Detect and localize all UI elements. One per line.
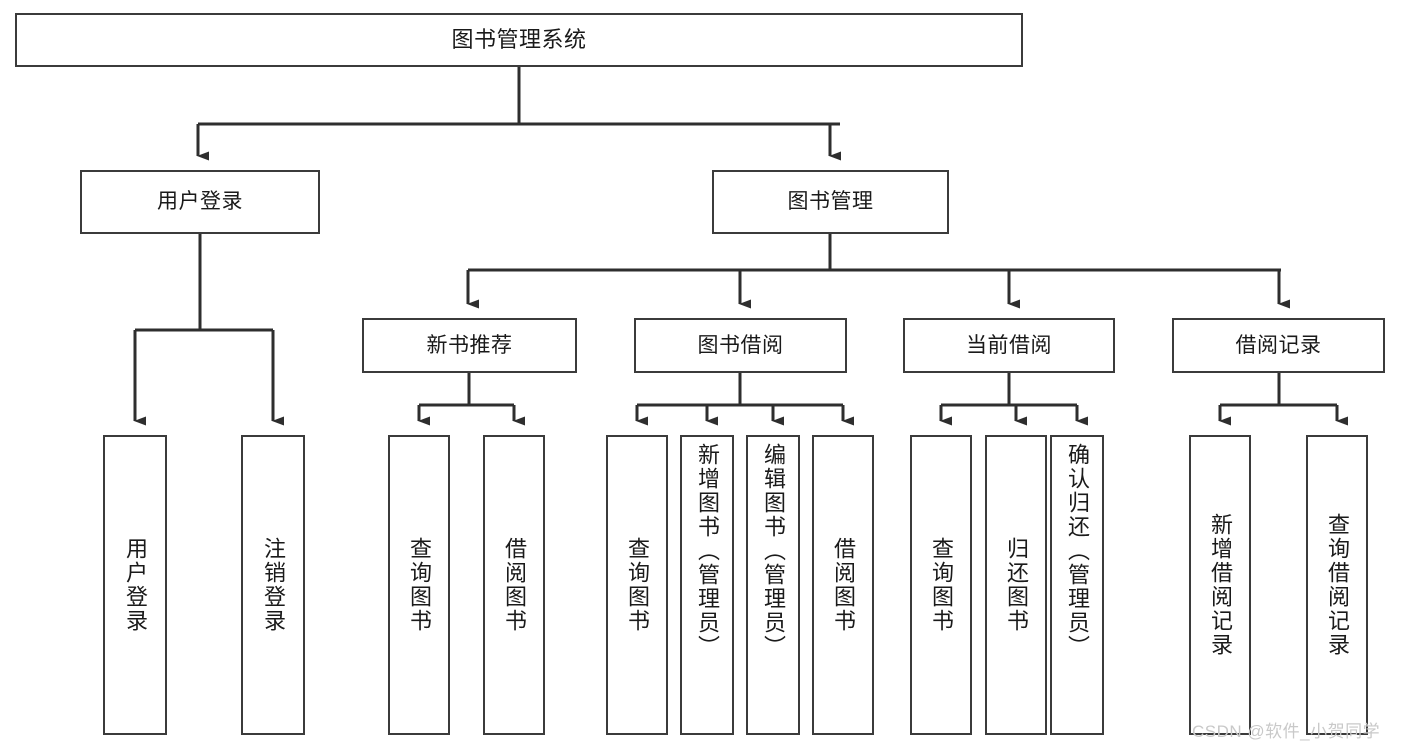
node-leaf-borrow-book-1-label: 借阅图书 (501, 537, 527, 633)
node-current-borrow[interactable]: 当前借阅 (903, 318, 1115, 373)
node-leaf-borrow-book-1[interactable]: 借阅图书 (483, 435, 545, 735)
node-leaf-borrow-book-2-label: 借阅图书 (830, 537, 856, 633)
node-book-manage-label: 图书管理 (787, 190, 874, 214)
node-root-label: 图书管理系统 (451, 26, 587, 52)
node-leaf-query-book-3-label: 查询图书 (928, 537, 954, 633)
node-leaf-confirm-return-admin[interactable]: 确认归还（管理员） (1050, 435, 1104, 735)
node-leaf-user-login-label: 用户登录 (122, 537, 148, 633)
node-leaf-edit-book-admin-label: 编辑图书（管理员） (760, 443, 786, 659)
node-root[interactable]: 图书管理系统 (15, 13, 1023, 67)
node-leaf-return-book[interactable]: 归还图书 (985, 435, 1047, 735)
node-leaf-logout-label: 注销登录 (260, 537, 286, 633)
node-leaf-query-book-1-label: 查询图书 (406, 537, 432, 633)
node-borrow-record-label: 借阅记录 (1235, 333, 1322, 357)
node-leaf-edit-book-admin[interactable]: 编辑图书（管理员） (746, 435, 800, 735)
node-book-borrow[interactable]: 图书借阅 (634, 318, 847, 373)
node-leaf-logout[interactable]: 注销登录 (241, 435, 305, 735)
node-user-login[interactable]: 用户登录 (80, 170, 320, 234)
node-leaf-query-book-2[interactable]: 查询图书 (606, 435, 668, 735)
node-book-borrow-label: 图书借阅 (697, 333, 784, 357)
node-new-book-recommend[interactable]: 新书推荐 (362, 318, 577, 373)
node-borrow-record[interactable]: 借阅记录 (1172, 318, 1385, 373)
node-new-book-recommend-label: 新书推荐 (426, 333, 513, 357)
node-leaf-return-book-label: 归还图书 (1003, 537, 1029, 633)
node-leaf-user-login[interactable]: 用户登录 (103, 435, 167, 735)
node-leaf-add-borrow-record-label: 新增借阅记录 (1207, 513, 1233, 657)
watermark: CSDN @软件_小贺同学 (1192, 722, 1381, 741)
node-leaf-query-borrow-record-label: 查询借阅记录 (1324, 513, 1350, 657)
node-leaf-borrow-book-2[interactable]: 借阅图书 (812, 435, 874, 735)
node-leaf-add-book-admin-label: 新增图书（管理员） (694, 443, 720, 659)
node-current-borrow-label: 当前借阅 (966, 333, 1052, 357)
node-book-manage[interactable]: 图书管理 (712, 170, 949, 234)
node-leaf-add-borrow-record[interactable]: 新增借阅记录 (1189, 435, 1251, 735)
node-leaf-query-book-3[interactable]: 查询图书 (910, 435, 972, 735)
node-leaf-query-borrow-record[interactable]: 查询借阅记录 (1306, 435, 1368, 735)
node-leaf-query-book-1[interactable]: 查询图书 (388, 435, 450, 735)
node-leaf-confirm-return-admin-label: 确认归还（管理员） (1064, 443, 1090, 659)
node-leaf-query-book-2-label: 查询图书 (624, 537, 650, 633)
node-leaf-add-book-admin[interactable]: 新增图书（管理员） (680, 435, 734, 735)
node-user-login-label: 用户登录 (157, 190, 243, 214)
